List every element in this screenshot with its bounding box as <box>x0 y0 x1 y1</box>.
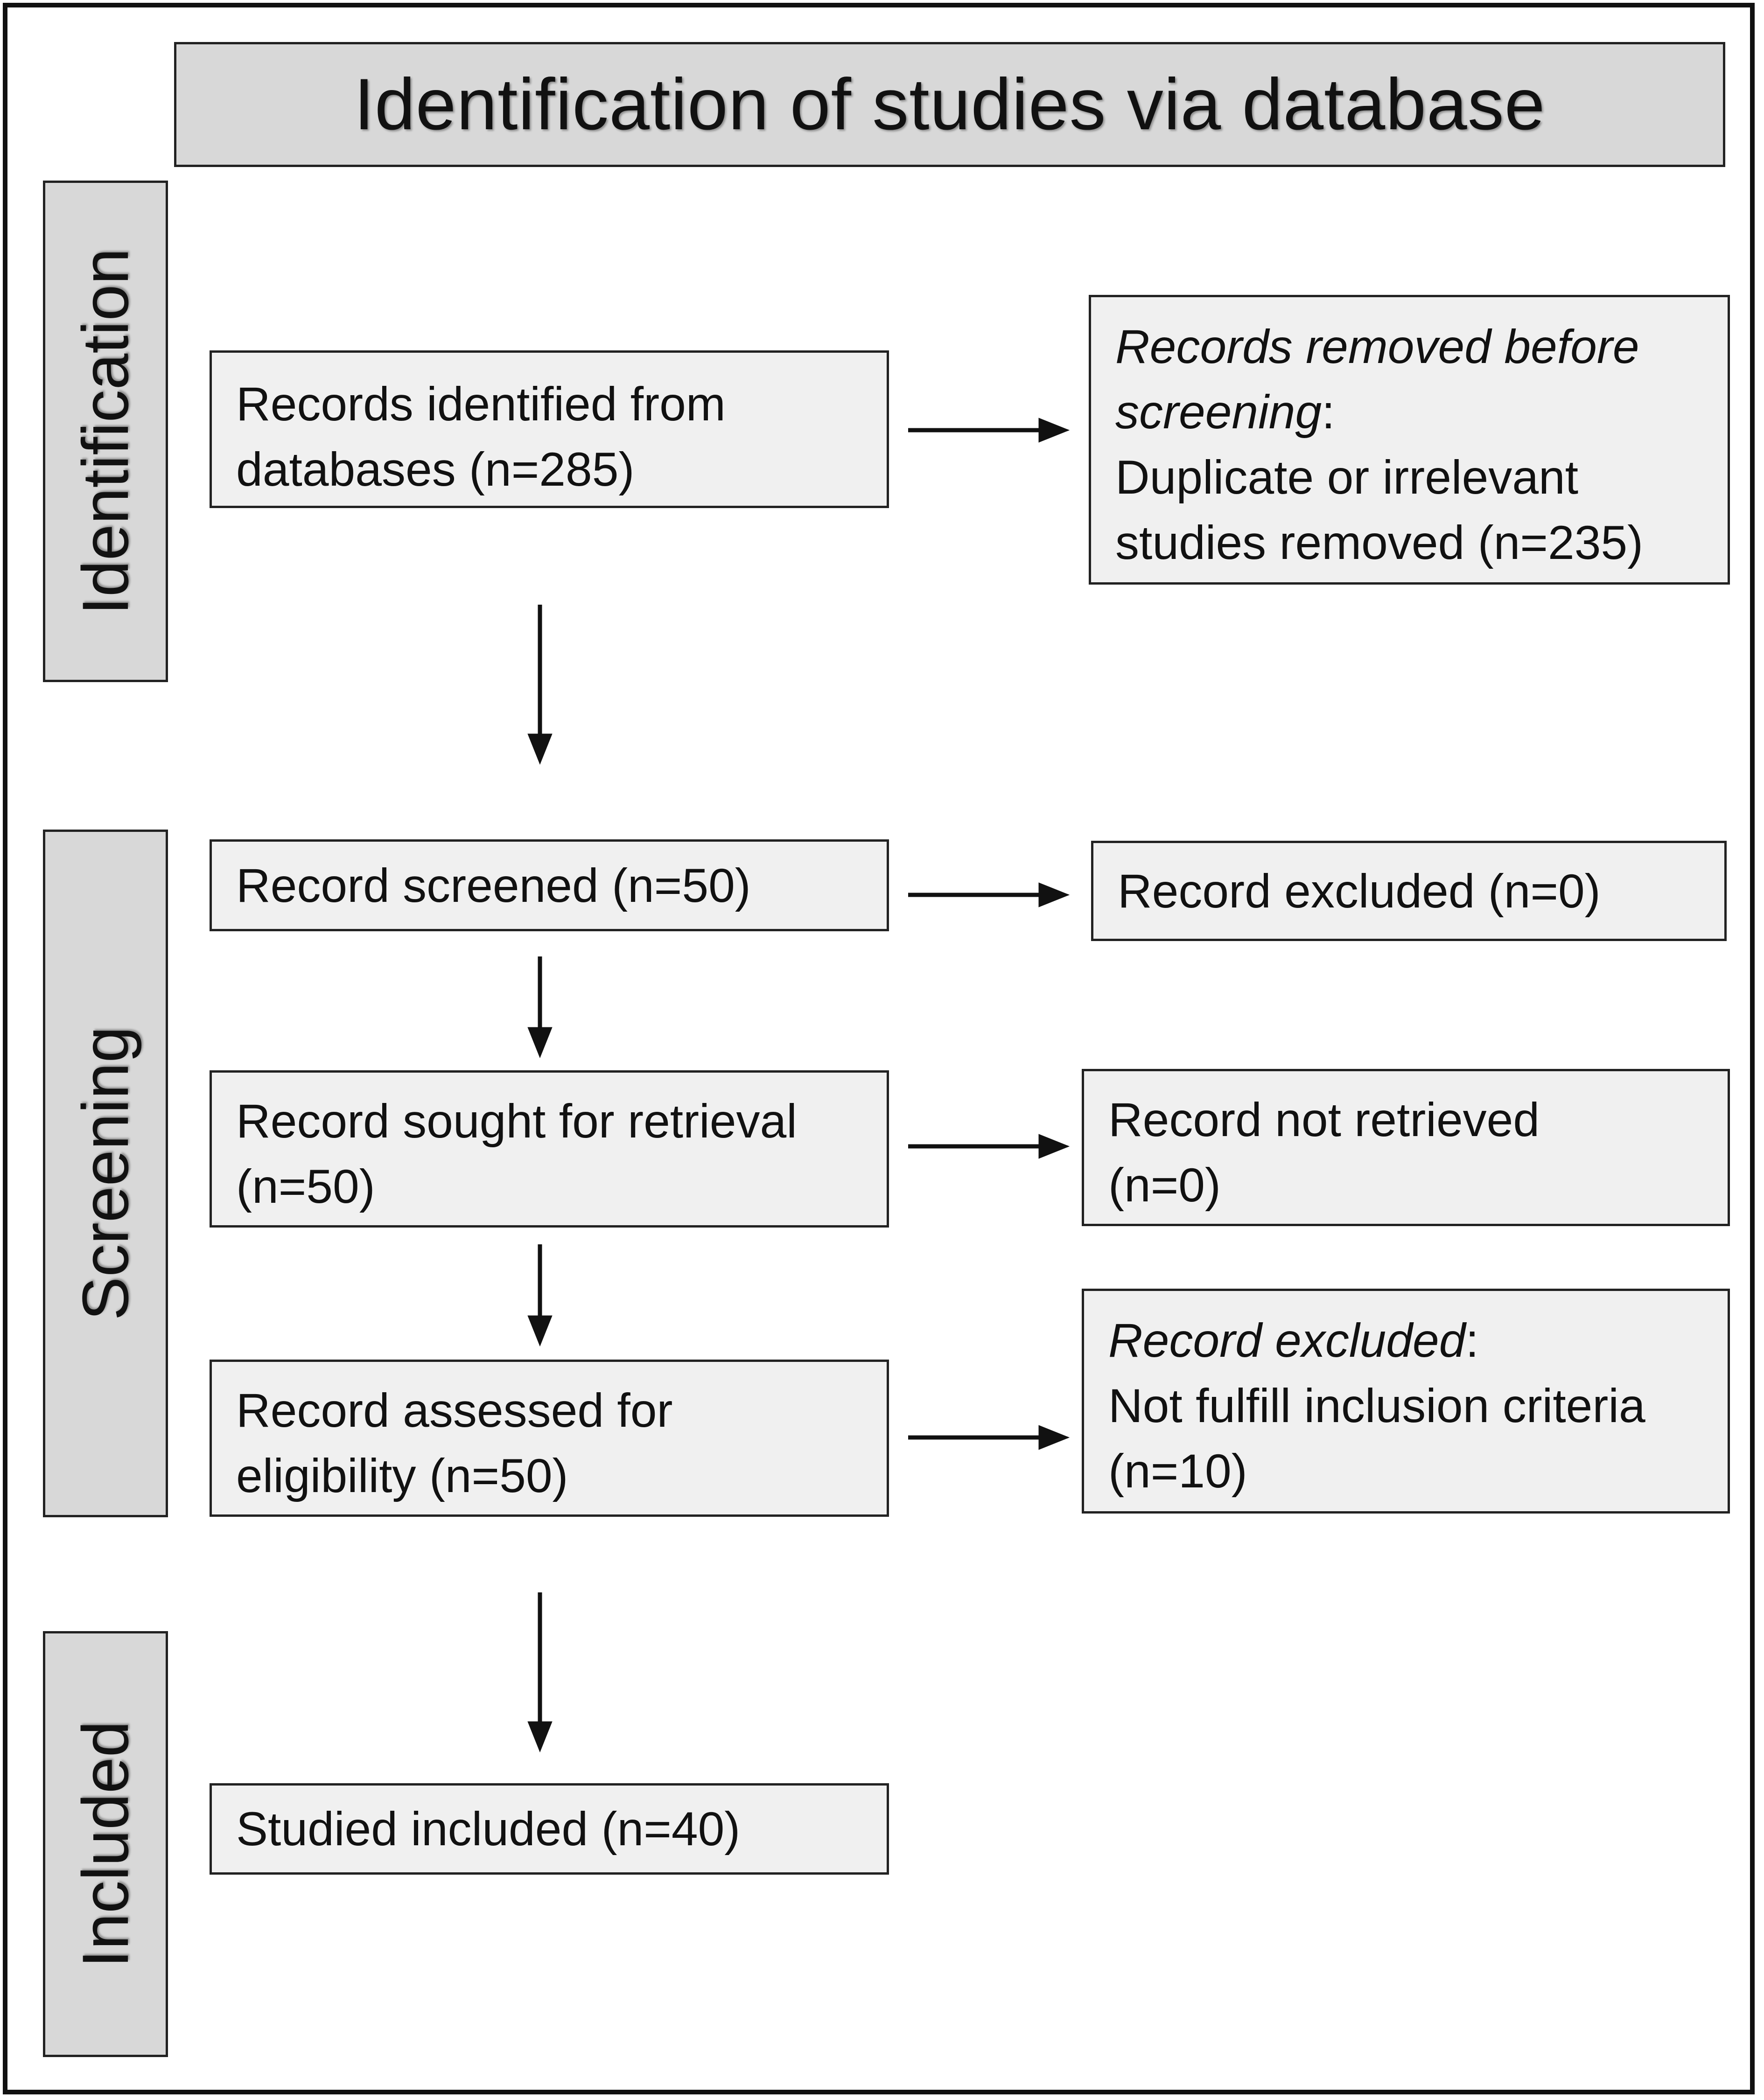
record-excluded-criteria-box: Record excluded: Not fulfill inclusion c… <box>1082 1289 1730 1514</box>
records-removed-line2: screening <box>1115 385 1322 439</box>
diagram-title-box: Identification of studies via database <box>174 42 1725 167</box>
records-identified-line1: Records identified from <box>236 377 726 431</box>
records-identified-box: Records identified from databases (n=285… <box>210 350 889 508</box>
studies-included-box: Studied included (n=40) <box>210 1783 889 1875</box>
record-screened-box: Record screened (n=50) <box>210 839 889 931</box>
phase-screening: Screening <box>43 830 168 1517</box>
record-sought-box: Record sought for retrieval (n=50) <box>210 1070 889 1228</box>
records-removed-line3: Duplicate or irrelevant <box>1115 451 1579 504</box>
record-assessed-box: Record assessed for eligibility (n=50) <box>210 1360 889 1517</box>
record-excluded-criteria-line3: (n=10) <box>1108 1444 1247 1498</box>
record-excluded-criteria-line1: Record excluded <box>1108 1314 1466 1367</box>
record-sought-line2: (n=50) <box>236 1160 375 1213</box>
record-assessed-line1: Record assessed for <box>236 1384 673 1437</box>
records-removed-line1: Records removed before <box>1115 320 1639 373</box>
record-assessed-line2: eligibility (n=50) <box>236 1449 568 1502</box>
record-excluded-criteria-colon: : <box>1465 1314 1479 1367</box>
records-removed-colon: : <box>1322 385 1335 439</box>
record-excluded-criteria-line2: Not fulfill inclusion criteria <box>1108 1379 1645 1432</box>
record-excluded-box: Record excluded (n=0) <box>1091 841 1727 941</box>
phase-included-label: Included <box>69 1720 142 1968</box>
phase-identification: Identification <box>43 181 168 682</box>
record-excluded-text: Record excluded (n=0) <box>1118 864 1601 918</box>
record-screened-text: Record screened (n=50) <box>236 858 751 912</box>
records-removed-line4: studies removed (n=235) <box>1115 516 1644 569</box>
studies-included-text: Studied included (n=40) <box>236 1802 741 1856</box>
record-not-retrieved-line1: Record not retrieved <box>1108 1093 1540 1146</box>
records-removed-box: Records removed before screening: Duplic… <box>1089 295 1730 585</box>
record-not-retrieved-box: Record not retrieved (n=0) <box>1082 1069 1730 1226</box>
diagram-title: Identification of studies via database <box>354 63 1546 145</box>
record-not-retrieved-line2: (n=0) <box>1108 1158 1221 1212</box>
phase-identification-label: Identification <box>69 248 142 615</box>
phase-included: Included <box>43 1631 168 2057</box>
record-sought-line1: Record sought for retrieval <box>236 1095 797 1148</box>
phase-screening-label: Screening <box>69 1026 142 1321</box>
records-identified-line2: databases (n=285) <box>236 443 635 496</box>
